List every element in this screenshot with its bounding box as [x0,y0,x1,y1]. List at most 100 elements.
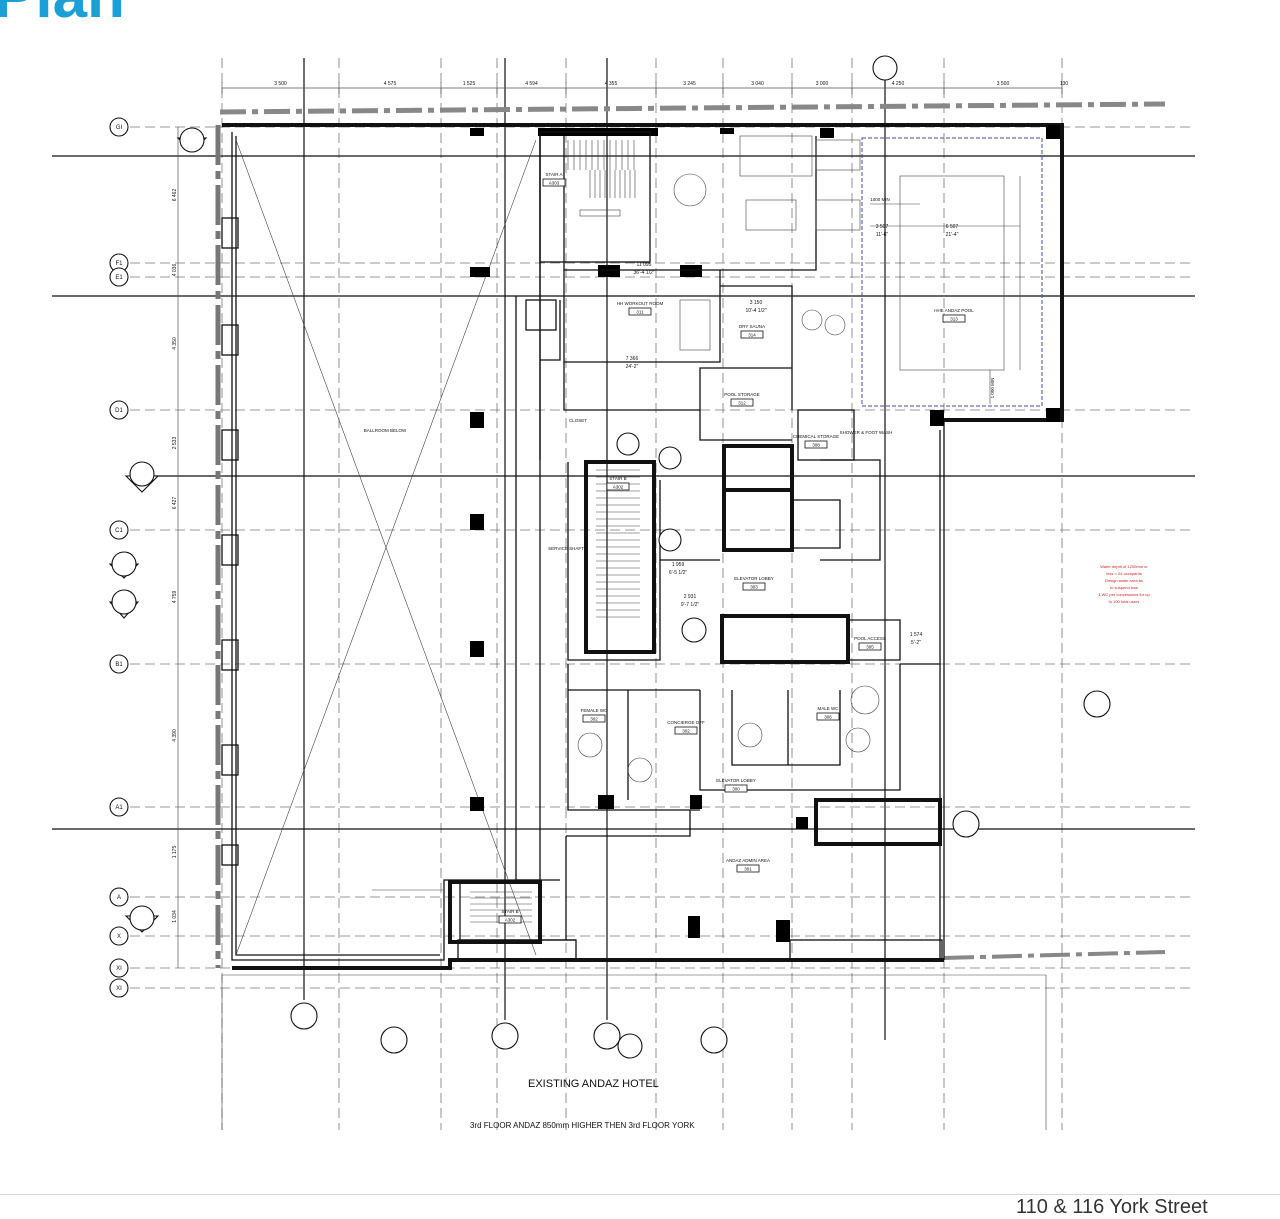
svg-text:10'-4 1/2": 10'-4 1/2" [745,308,766,314]
top-dim-label: 1 525 [463,81,476,87]
room-dimension: 2 931 9'-7 1/2" [681,594,700,608]
left-dim-label: 2 533 [172,437,178,450]
svg-text:STAIR B: STAIR B [501,909,518,914]
svg-text:FEMALE WC: FEMALE WC [581,708,609,713]
room-label: BALLROOM BELOW [364,428,407,433]
svg-text:HHE ANDAZ POOL: HHE ANDAZ POOL [934,308,974,313]
horizontal-gridlines [52,126,1195,989]
svg-text:36'-4 1/2": 36'-4 1/2" [633,270,654,276]
left-dim-label: 4 036 [172,264,178,277]
svg-text:BALLROOM BELOW: BALLROOM BELOW [364,428,407,433]
stairs [470,140,640,923]
svg-text:POOL STORAGE: POOL STORAGE [724,392,760,397]
svg-text:ELEVATOR LOBBY: ELEVATOR LOBBY [734,576,774,581]
grid-row-label: F1 [115,261,123,267]
room-dimension: 1 959 6'-5 1/2" [669,562,688,576]
interior-walls [372,131,943,961]
grid-row-label: D1 [115,408,123,414]
grid-row-label: GI [116,125,123,131]
svg-text:5'-2": 5'-2" [911,640,921,646]
room-label: CLOSET [569,418,587,423]
svg-text:1 574: 1 574 [910,632,923,638]
room-label: SHOWER & FOOT WASH [840,430,893,435]
svg-text:7 366: 7 366 [626,356,639,362]
svg-text:21'-4": 21'-4" [946,232,959,238]
project-name: 110 & 116 York Street [1016,1196,1208,1218]
grid-row-label: C1 [115,528,123,534]
grid-row-label: XI [116,966,122,972]
room-dimension: 6 507 21'-4" [946,224,959,238]
svg-text:301: 301 [744,867,752,872]
svg-text:ELEVATOR LOBBY: ELEVATOR LOBBY [716,778,756,783]
svg-text:305: 305 [866,645,874,650]
svg-text:1 959: 1 959 [672,562,685,568]
callout-label: 1 000 MIN [990,378,995,399]
occupancy-note-line: less = 24 occupants [1106,571,1141,576]
gym-equipment [577,173,880,783]
occupancy-note-line: Water depth of 1200mm or [1100,564,1148,569]
grid-row-label: A [117,895,121,901]
svg-text:A303: A303 [549,181,560,186]
left-dim-label: 6 462 [172,189,178,202]
section-markers [108,55,1111,1059]
footer-rule [0,1194,1280,1195]
room-label: STAIR A A303 [542,172,566,187]
floor-level-note: 3rd FLOOR ANDAZ 850mm HIGHER THEN 3rd FL… [470,1121,695,1130]
svg-text:24'-2": 24'-2" [626,364,639,370]
grid-row-label: E1 [115,275,123,281]
svg-text:3 507: 3 507 [876,224,889,230]
svg-text:314: 314 [748,333,756,338]
building-outline [215,101,1166,970]
room-labels: BALLROOM BELOW STAIR A A303 HH WORKOUT ROOM… [364,172,974,924]
top-dim-label: 130 [1060,81,1069,87]
svg-text:3 150: 3 150 [750,300,763,306]
left-dim-label: 6 427 [172,497,178,510]
grid-row-label: A1 [115,805,123,811]
svg-text:2 931: 2 931 [684,594,697,600]
occupancy-note: Water depth of 1200mm or less = 24 occupa… [1098,564,1150,604]
room-dimension: 7 366 24'-2" [626,356,639,370]
svg-text:311: 311 [636,310,644,315]
svg-text:STAIR A: STAIR A [546,172,563,177]
occupancy-note-line: Design water area as [1105,578,1143,583]
svg-text:MALE WC: MALE WC [817,706,839,711]
svg-text:A302: A302 [505,918,516,923]
top-dim-label: 3 500 [274,81,287,87]
pool-area [739,135,1043,407]
room-dimension: 3 150 10'-4 1/2" [745,300,766,314]
room-label: DRY SAUNA 314 [739,324,765,339]
grid-row-label: B1 [115,662,123,668]
top-dim-label: 4 594 [525,81,538,87]
left-dim-label: 4 759 [172,591,178,604]
svg-text:A302: A302 [613,485,624,490]
existing-hotel-label: EXISTING ANDAZ HOTEL [528,1078,659,1090]
svg-text:9'-7 1/2": 9'-7 1/2" [681,602,700,608]
svg-text:DRY SAUNA: DRY SAUNA [739,324,765,329]
left-dim-label: 4 350 [172,337,178,350]
grid-row-label: X [117,934,121,940]
page-title: Plan [0,0,125,28]
svg-text:ANDAZ ADMIN AREA: ANDAZ ADMIN AREA [726,858,770,863]
svg-text:6 507: 6 507 [946,224,959,230]
left-dim-label: 1 034 [172,910,178,923]
occupancy-note-line: to 100 total users [1109,599,1140,604]
svg-text:CLOSET: CLOSET [569,418,587,423]
top-dim-label: 3 040 [751,81,764,87]
svg-text:6'-5 1/2": 6'-5 1/2" [669,570,688,576]
top-dim-label: 4 250 [892,81,905,87]
